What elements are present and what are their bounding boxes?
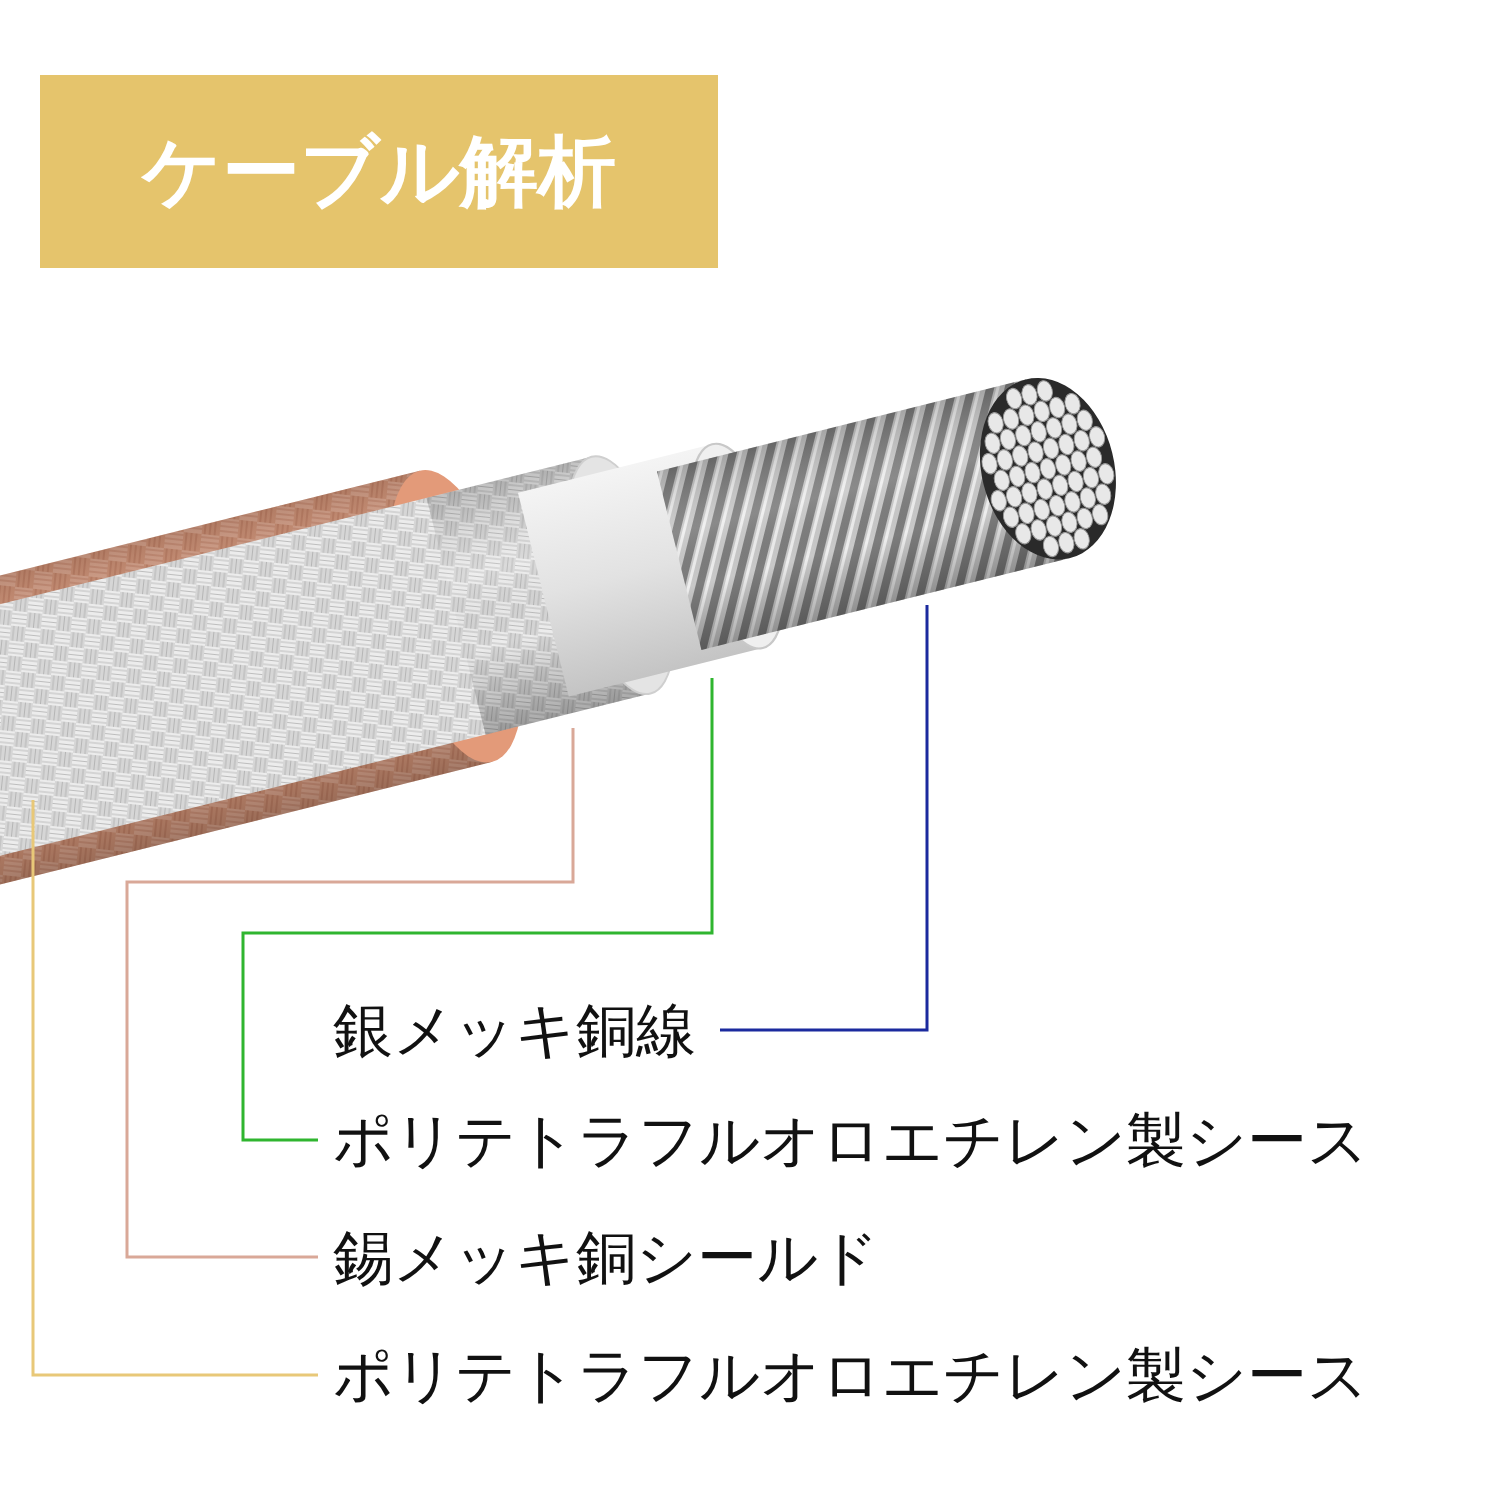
part-label: ポリテトラフルオロエチレン製シース xyxy=(333,1104,1368,1176)
leader-line xyxy=(720,605,927,1030)
wire-strand xyxy=(1075,507,1094,531)
wire-strand xyxy=(1014,522,1033,546)
wire-strand xyxy=(1090,503,1109,527)
leader-line xyxy=(33,800,318,1375)
part-label: ポリテトラフルオロエチレン製シース xyxy=(333,1339,1368,1411)
part-label: 銀メッキ銅線 xyxy=(333,994,696,1066)
title-banner: ケーブル解析 xyxy=(40,75,718,268)
part-label: 錫メッキ銅シールド xyxy=(333,1221,879,1293)
leader-line xyxy=(127,728,573,1257)
wire-strand xyxy=(1057,531,1076,555)
wire-strand xyxy=(1072,527,1091,551)
leader-line xyxy=(243,678,712,1140)
title: ケーブル解析 xyxy=(142,125,616,219)
wire-strand xyxy=(1097,462,1116,486)
wire-strand xyxy=(1087,425,1106,449)
wire-strand xyxy=(1041,535,1060,559)
wire-strand xyxy=(1094,482,1113,506)
